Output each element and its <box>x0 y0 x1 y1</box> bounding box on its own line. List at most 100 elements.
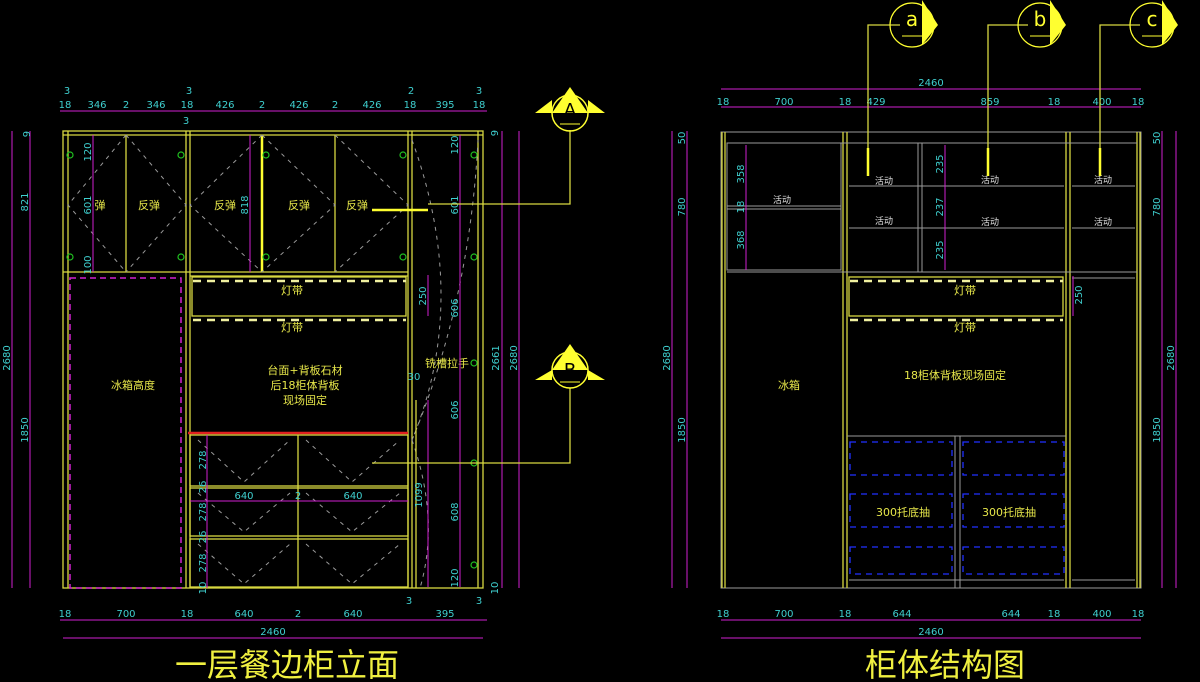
note-text: 后18柜体背板 <box>271 378 340 392</box>
dim-text: 1850 <box>20 417 31 442</box>
dim-text: 1850 <box>1152 417 1163 442</box>
note-text: 现场固定 <box>283 393 327 407</box>
shelf-label: 活动 <box>773 194 791 206</box>
lower-drawers: 278 26 278 26 278 10 640 2 640 <box>189 434 409 594</box>
dim-text: 606 <box>450 298 461 317</box>
callout-label: a <box>906 7 918 31</box>
dim-text: 358 <box>736 164 747 183</box>
dim-text: 120 <box>83 142 94 161</box>
dim-text: 644 <box>1001 609 1020 620</box>
dim-text: 9 <box>22 131 33 137</box>
dim-text: 3 <box>186 86 192 97</box>
dim-text: 2460 <box>918 78 943 89</box>
dim-text: 3 <box>64 86 70 97</box>
dim-text: 10 <box>490 582 501 595</box>
callout-label: B <box>564 360 576 381</box>
dim-text: 18 <box>717 609 730 620</box>
dim-text: 278 <box>198 502 209 521</box>
tray-drawers: 300托底抽 300托底抽 <box>847 435 1135 588</box>
dim-text: 640 <box>343 491 362 502</box>
dim-text: 26 <box>198 531 209 544</box>
dim-text: 278 <box>198 553 209 572</box>
dim-text: 821 <box>20 192 31 211</box>
dim-text: 3 <box>476 86 482 97</box>
callout-c: c <box>1099 0 1178 148</box>
dim-text: 18 <box>59 100 72 111</box>
dim-text: 18 <box>473 100 486 111</box>
dim-text: 400 <box>1092 609 1111 620</box>
dim-text: 700 <box>116 609 135 620</box>
dim-text: 2 <box>123 100 129 111</box>
note-text: 台面+背板石材 <box>267 363 342 377</box>
dim-text: 100 <box>83 255 94 274</box>
dim-text: 859 <box>980 97 999 108</box>
shelf-label: 活动 <box>981 174 999 186</box>
dim-text: 640 <box>234 491 253 502</box>
dim-text: 3 <box>476 596 482 607</box>
dim-text: 237 <box>935 197 946 216</box>
upper-doors: 弹 反弹 反弹 反弹 反弹 <box>66 134 478 569</box>
light-strip-label: 灯带 <box>954 284 976 297</box>
dim-text: 426 <box>289 100 308 111</box>
shelf-label: 活动 <box>875 215 893 227</box>
dim-text: 9 <box>490 130 501 136</box>
dim-text: 30 <box>408 372 421 383</box>
callout-b: b <box>987 0 1066 148</box>
dim-text: 2 <box>295 609 301 620</box>
right-structure: 2460 18 700 18 429 859 18 400 18 活动 活动 活… <box>662 0 1178 682</box>
dim-text: 395 <box>435 609 454 620</box>
dim-text: 606 <box>450 400 461 419</box>
dim-text: 426 <box>362 100 381 111</box>
shelf-label: 活动 <box>981 216 999 228</box>
dim-text: 640 <box>343 609 362 620</box>
drawing-title: 一层餐边柜立面 <box>175 646 399 682</box>
dim-text: 18 <box>181 609 194 620</box>
dim-text: 2680 <box>662 345 673 370</box>
dim-text: 18 <box>839 97 852 108</box>
dim-text: 50 <box>677 132 688 145</box>
light-strip-label: 灯带 <box>281 284 303 297</box>
dim-text: 18 <box>1048 609 1061 620</box>
shelf-label: 活动 <box>1094 216 1112 228</box>
dim-text: 2 <box>332 100 338 111</box>
left-elevation: 18 346 2 346 18 426 2 426 2 426 18 395 1… <box>2 86 605 682</box>
shelf-labels: 活动 活动 活动 活动 活动 活动 活动 <box>773 174 1112 228</box>
callout-label: b <box>1034 7 1047 31</box>
dim-text: 700 <box>774 609 793 620</box>
dim-text: 2460 <box>918 627 943 638</box>
dim-text: 18 <box>59 609 72 620</box>
dim-text: 2661 <box>491 345 502 370</box>
callout-label: c <box>1147 7 1158 31</box>
drawer-label: 300托底抽 <box>982 505 1036 519</box>
dim-text: 18 <box>839 609 852 620</box>
dim-text: 18 <box>404 100 417 111</box>
dim-text: 18 <box>717 97 730 108</box>
dim-text: 2680 <box>2 345 13 370</box>
dim-text: 50 <box>1152 132 1163 145</box>
dim-text: 368 <box>736 230 747 249</box>
door-label: 反弹 <box>288 198 310 212</box>
dim-text: 2 <box>259 100 265 111</box>
dim-text: 346 <box>87 100 106 111</box>
dim-text: 608 <box>450 502 461 521</box>
dim-text: 278 <box>198 450 209 469</box>
dim-text: 644 <box>892 609 911 620</box>
dim-text: 1099 <box>414 482 425 507</box>
shelf-label: 活动 <box>1094 174 1112 186</box>
dim-text: 3 <box>406 596 412 607</box>
fridge-label: 冰箱 <box>778 378 800 392</box>
dim-text: 3 <box>183 116 189 127</box>
dim-text: 400 <box>1092 97 1111 108</box>
dim-text: 120 <box>450 568 461 587</box>
dim-text: 26 <box>198 481 209 494</box>
drawing-title: 柜体结构图 <box>865 646 1025 682</box>
dim-text: 601 <box>83 195 94 214</box>
fridge-outline <box>69 277 182 589</box>
dim-text: 780 <box>677 197 688 216</box>
dim-text: 2680 <box>1166 345 1177 370</box>
dim-text: 1850 <box>677 417 688 442</box>
dim-text: 18 <box>1048 97 1061 108</box>
drawer-label: 300托底抽 <box>876 505 930 519</box>
cabinet-outline <box>720 131 1142 589</box>
